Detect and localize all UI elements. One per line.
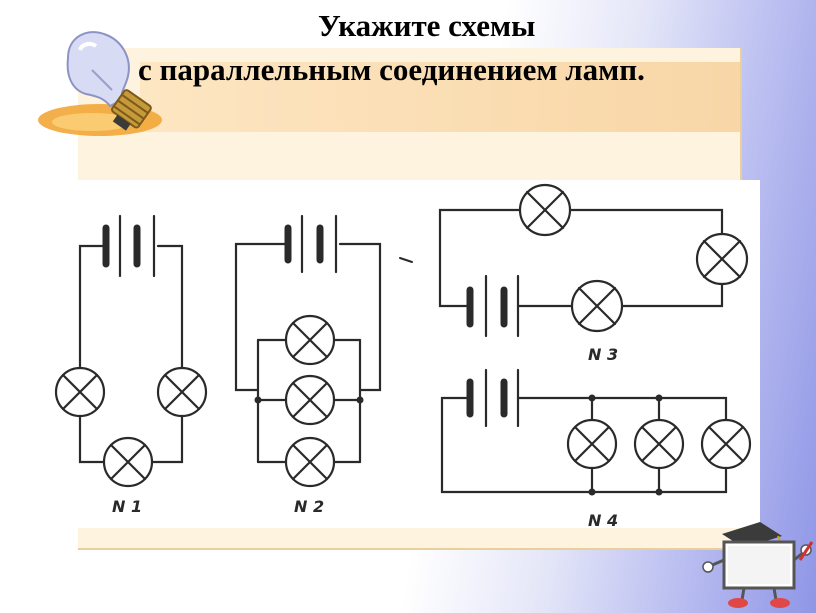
lamp	[284, 314, 336, 366]
label-n2: N 2	[294, 497, 324, 516]
title-line-1: Укажите схемы	[318, 8, 536, 43]
circuit-n3	[438, 183, 749, 338]
lamp	[284, 436, 336, 488]
lamp	[700, 418, 752, 470]
title-line-2: с параллельным соединением ламп.	[138, 52, 645, 87]
label-n4: N 4	[588, 511, 618, 530]
lamp	[54, 366, 106, 418]
lamp	[156, 366, 208, 418]
circuit-n4	[440, 368, 752, 494]
lamp	[102, 436, 154, 488]
lamp	[566, 418, 618, 470]
cream-band	[140, 62, 740, 132]
lamp	[518, 183, 572, 237]
label-n1: N 1	[112, 497, 142, 516]
label-n3: N 3	[588, 345, 618, 364]
lamp	[633, 418, 685, 470]
lamp	[695, 232, 749, 286]
lamp	[570, 279, 624, 333]
lamp	[284, 374, 336, 426]
diagram-card	[50, 180, 760, 528]
circuit-n1	[54, 214, 208, 488]
